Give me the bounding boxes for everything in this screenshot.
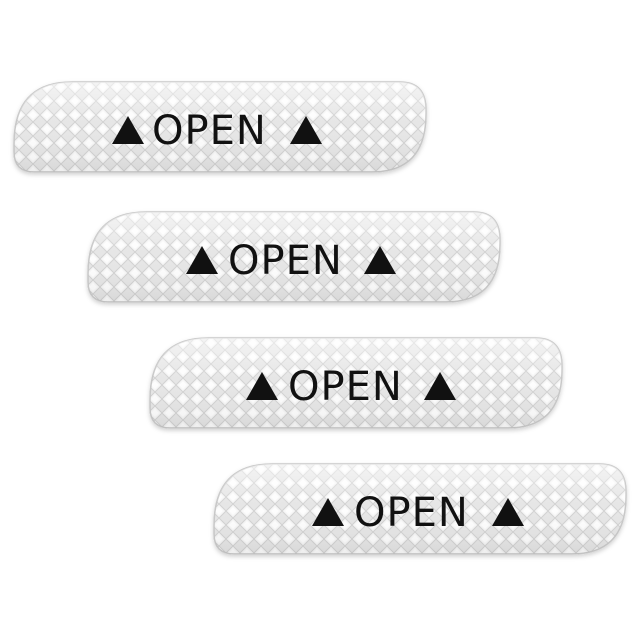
triangle-up-icon [186, 246, 218, 274]
triangle-up-icon [112, 116, 144, 144]
sticker-label: OPEN [288, 364, 403, 410]
triangle-up-icon [364, 246, 396, 274]
sticker-label: OPEN [152, 108, 267, 154]
sticker-3: OPEN [149, 337, 563, 429]
sticker-1: OPEN [13, 81, 427, 173]
triangle-up-icon [290, 116, 322, 144]
sticker-label: OPEN [354, 490, 469, 536]
triangle-up-icon [424, 372, 456, 400]
sticker-2: OPEN [87, 211, 501, 303]
sticker-4: OPEN [213, 463, 627, 555]
triangle-up-icon [312, 498, 344, 526]
triangle-up-icon [246, 372, 278, 400]
triangle-up-icon [492, 498, 524, 526]
sticker-label: OPEN [228, 238, 343, 284]
